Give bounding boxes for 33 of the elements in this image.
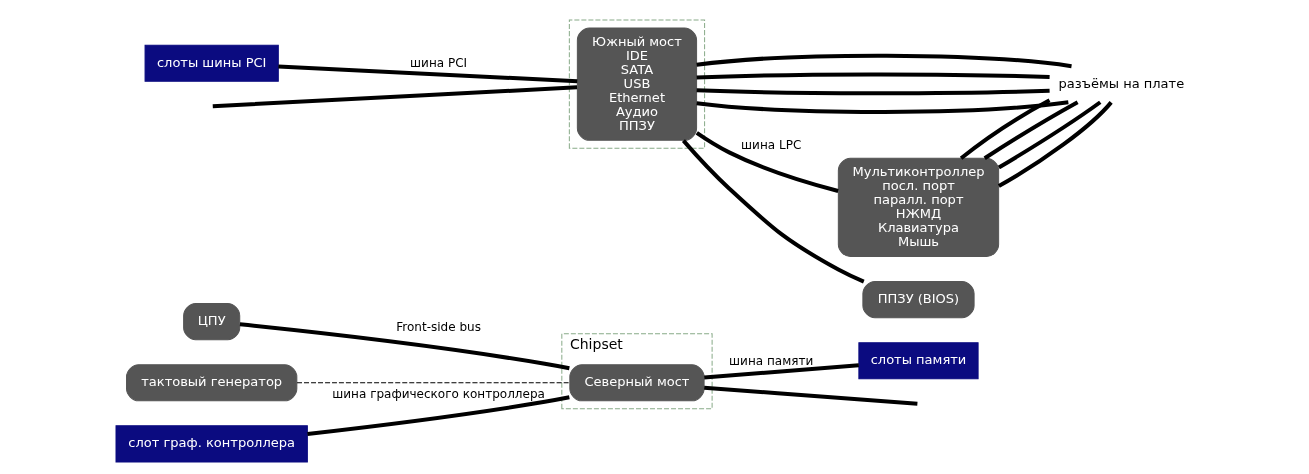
connector — [704, 385, 918, 406]
node-box: слоты шины PCI — [144, 44, 279, 82]
node-box: ППЗУ (BIOS) — [862, 281, 975, 319]
node-box: слоты памяти — [858, 342, 979, 380]
connector — [696, 53, 1072, 69]
edge-label: шина PCI — [410, 55, 468, 70]
edge-label: шина графического контроллера — [332, 387, 545, 402]
connector — [997, 100, 1102, 170]
connector — [696, 100, 1069, 114]
connector — [296, 382, 571, 384]
edge-label: шина LPC — [741, 137, 802, 152]
connector — [681, 139, 865, 284]
connector — [212, 85, 578, 109]
node-box: ЦПУ — [183, 303, 241, 341]
node-box: слот граф. контроллера — [115, 425, 308, 463]
connector — [959, 98, 1051, 160]
edge-label: шина памяти — [729, 354, 814, 369]
node-box: Южный мост IDE SATA USB Ethernet Аудио ППЗУ — [576, 27, 698, 141]
connector — [997, 101, 1113, 188]
node-text: разъёмы на плате — [1058, 75, 1185, 91]
connector — [239, 322, 570, 371]
connector — [278, 64, 578, 84]
node-box: Северный мост — [569, 364, 705, 402]
node-box: тактовый генератор — [126, 364, 298, 402]
connector — [696, 72, 1050, 80]
connector — [983, 100, 1079, 160]
edge-label: Front-side bus — [396, 320, 481, 335]
cluster — [568, 19, 706, 149]
connector — [696, 88, 1050, 96]
connector — [695, 131, 839, 193]
node-box: Мультиконтроллер посл. порт паралл. порт НЖМД Клавиатура Мышь — [837, 157, 1000, 258]
connector — [307, 395, 570, 436]
connector — [704, 363, 859, 380]
